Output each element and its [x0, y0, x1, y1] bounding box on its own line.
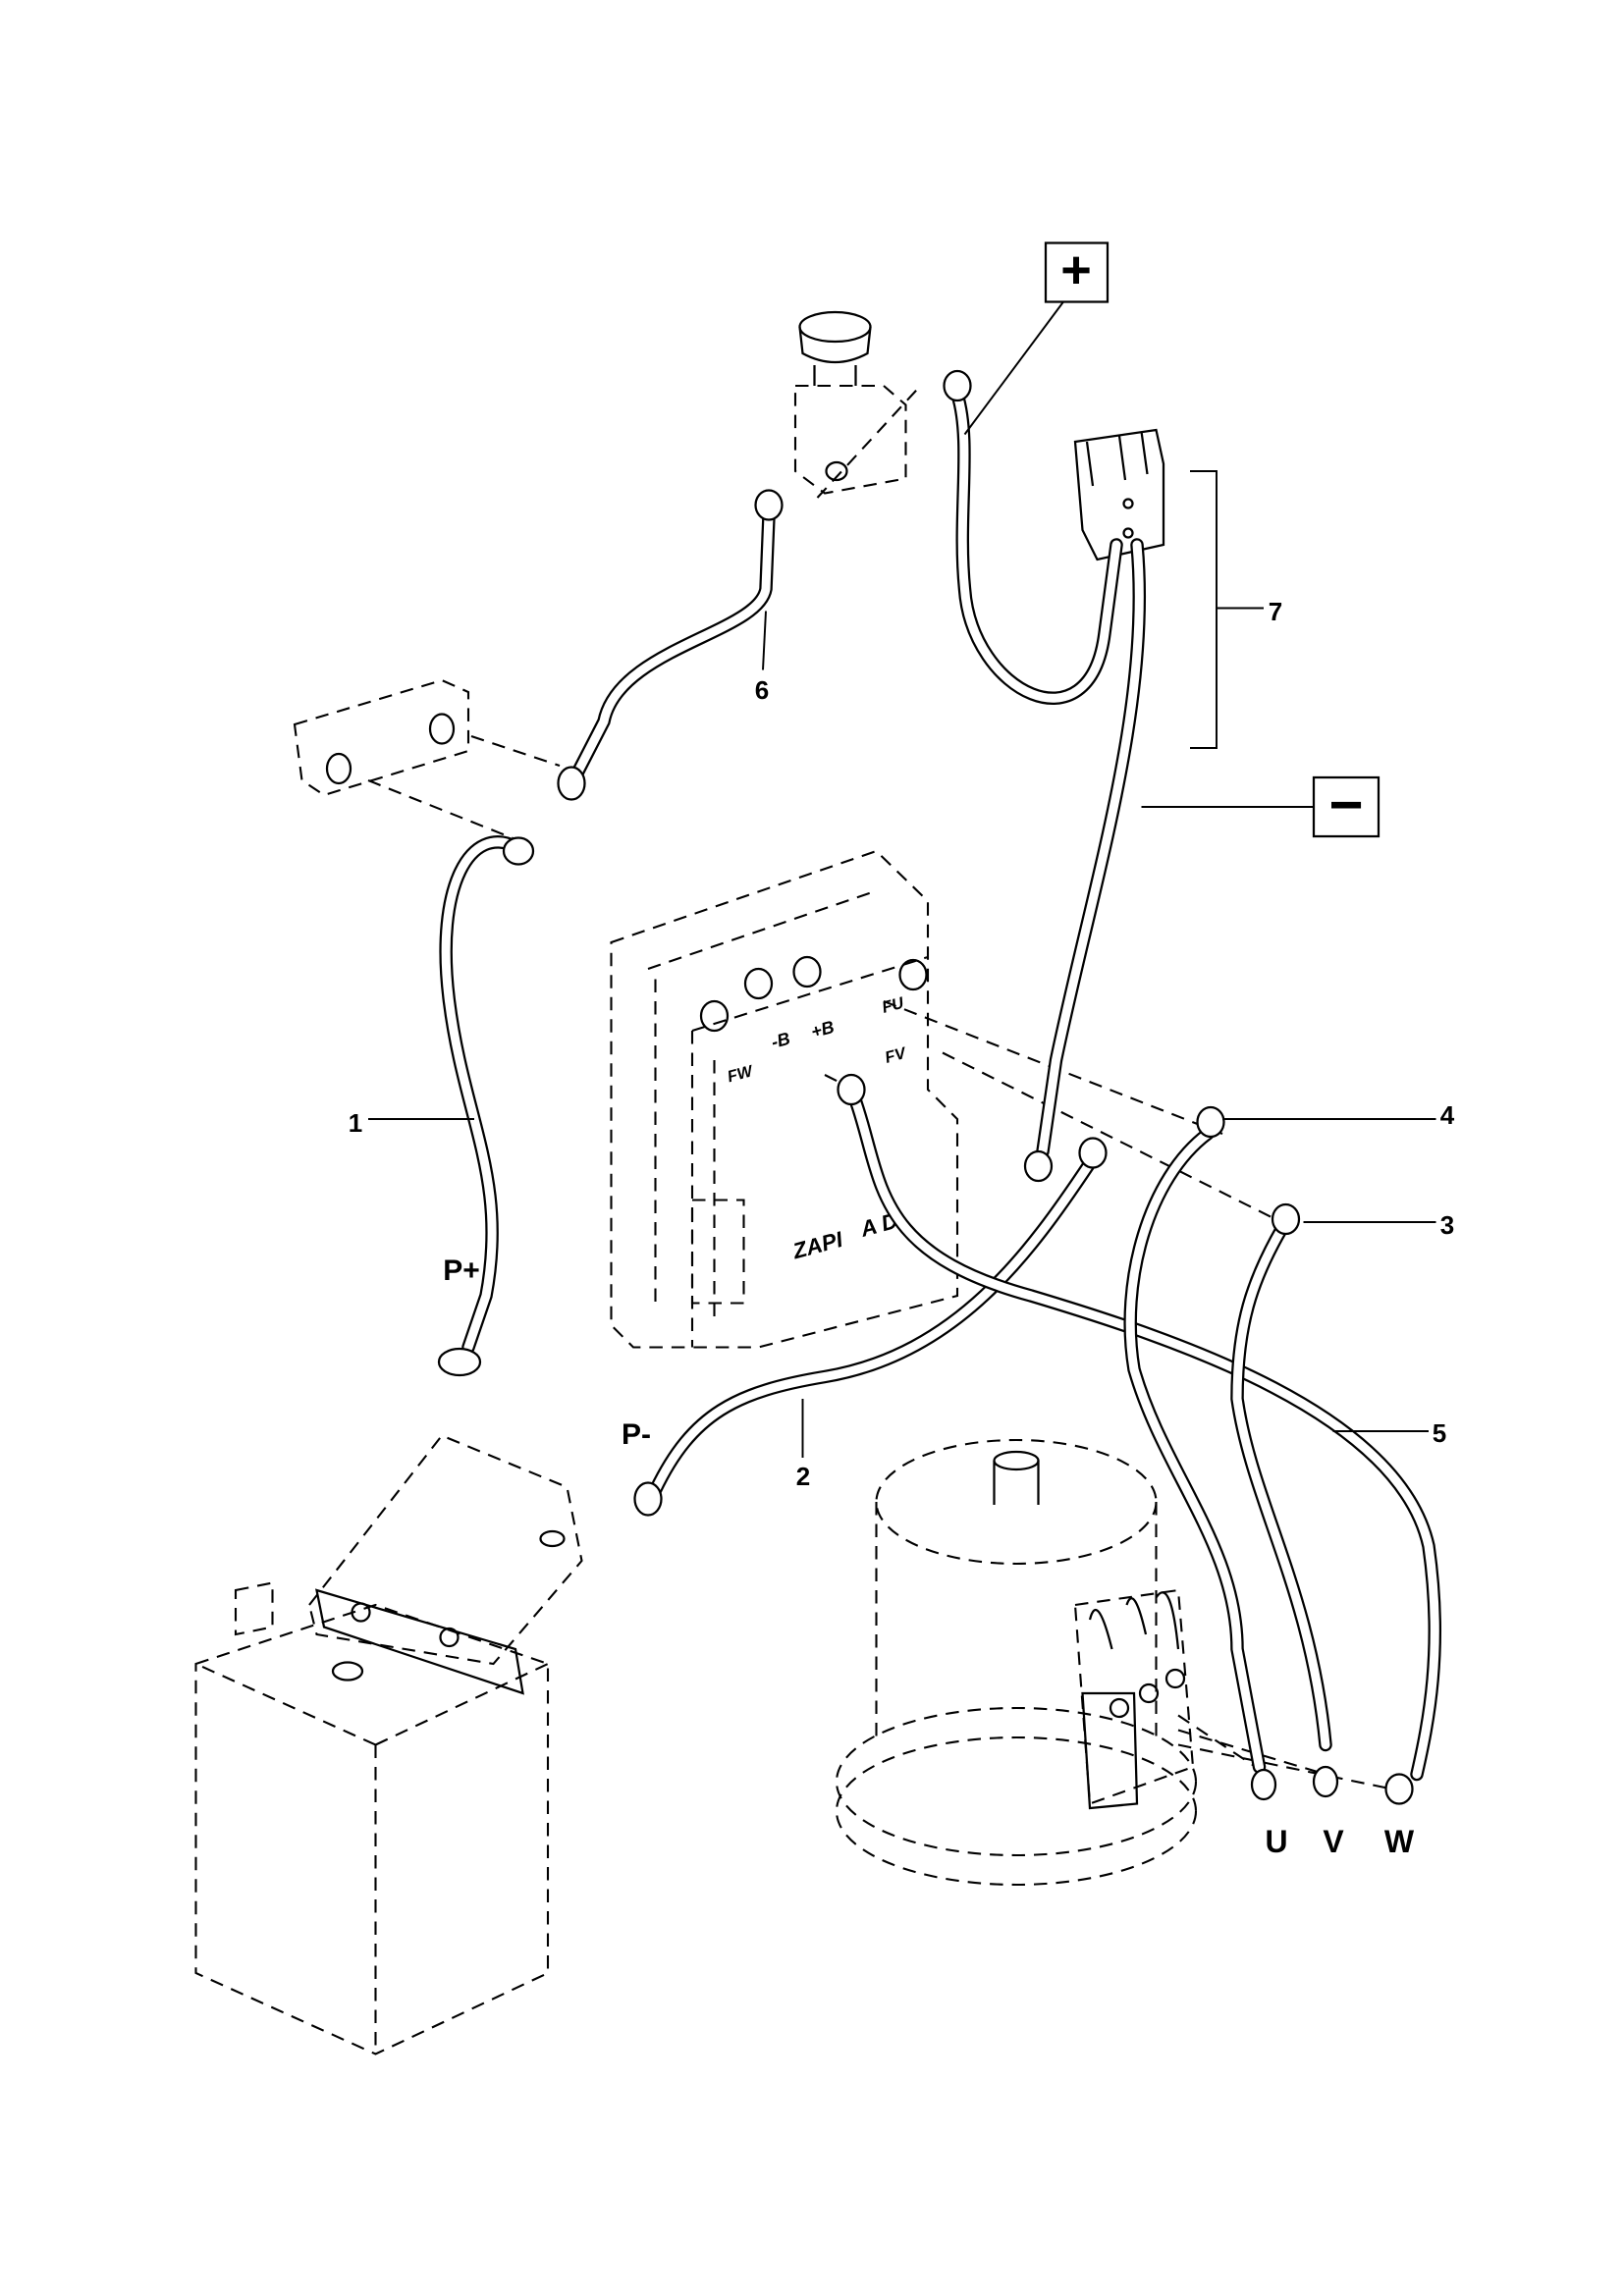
- callout-5: 5: [1433, 1418, 1446, 1448]
- negative-symbol: −: [1328, 772, 1363, 837]
- battery-connector: [1073, 428, 1165, 561]
- positive-terminal-box: [1044, 241, 1110, 303]
- terminal-fw-label: FW: [726, 1062, 756, 1086]
- controller-brand: ZAPI: [789, 1227, 846, 1264]
- positive-symbol: +: [1060, 240, 1092, 299]
- cable-2: [648, 1156, 1097, 1497]
- terminal-p-minus: P-: [622, 1418, 651, 1451]
- terminal-p-plus: P+: [443, 1255, 480, 1287]
- pump-motor: [835, 1438, 1392, 1887]
- emergency-stop-switch: [793, 310, 922, 499]
- callout-7: 7: [1269, 597, 1282, 626]
- terminal-u: U: [1265, 1824, 1287, 1859]
- negative-terminal-box: [1312, 775, 1380, 838]
- terminal-fu-label: FU: [880, 994, 906, 1017]
- terminal-neg-b-label: -B: [769, 1029, 792, 1052]
- terminal-pos-b-label: +B: [809, 1017, 837, 1041]
- motor-controller: FW -B +B FU FV ZAPI A D: [610, 849, 1282, 1349]
- terminal-v: V: [1323, 1824, 1344, 1859]
- callout-2: 2: [796, 1462, 810, 1491]
- cables: [437, 369, 1442, 1805]
- battery-tank: [194, 1434, 583, 2056]
- terminal-fv-label: FV: [883, 1044, 909, 1067]
- terminal-block: [293, 678, 561, 840]
- leader-lines: [368, 241, 1436, 1458]
- callout-6: 6: [755, 675, 769, 705]
- callout-3: 3: [1440, 1210, 1454, 1240]
- cable-6: [570, 508, 776, 780]
- callout-4: 4: [1440, 1100, 1455, 1130]
- callout-1: 1: [349, 1108, 362, 1138]
- terminal-w: W: [1384, 1824, 1415, 1859]
